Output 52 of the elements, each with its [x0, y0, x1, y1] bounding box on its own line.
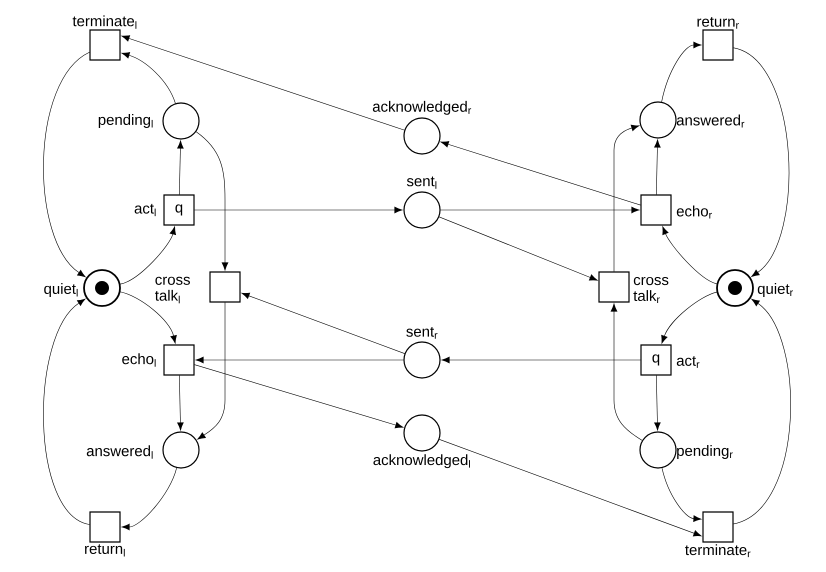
arrow [121, 35, 405, 130]
arrow [196, 131, 228, 270]
node-label: pending$_{l}$ [98, 114, 153, 128]
node-label: quiet$_{r}$ [758, 283, 793, 297]
arrow [661, 292, 717, 344]
node-label: quiet$_{l}$ [44, 283, 78, 297]
arrow [654, 375, 661, 430]
arrow [122, 468, 177, 530]
node-label: terminate$_{l}$ [72, 15, 136, 29]
arrow [654, 139, 661, 195]
transition-box: q [640, 344, 672, 376]
arrow [177, 140, 184, 195]
node-label: acknowledged$_{r}$ [372, 100, 472, 115]
arrow [121, 52, 176, 104]
node-label: sent$_{r}$ [406, 326, 438, 339]
node-label: acknowledged$_{l}$ [373, 454, 470, 468]
node-label: terminate$_{r}$ [685, 544, 750, 558]
node-label: act$_{r}$ [676, 356, 700, 368]
arrow [438, 216, 598, 281]
arrow [662, 468, 702, 522]
arrow [43, 298, 90, 525]
arrow [43, 52, 90, 278]
node-label: sent$_{l}$ [406, 176, 436, 189]
arrow [120, 292, 177, 344]
node-label: cross talk$_{l}$ [155, 276, 190, 304]
arrow [661, 42, 702, 102]
arrow [197, 302, 226, 440]
node-label: pending$_{r}$ [677, 445, 733, 459]
arrow [241, 292, 405, 354]
transition-box: q [163, 194, 195, 226]
arrow [610, 304, 642, 441]
node-label: act$_{l}$ [134, 204, 156, 216]
arrow [440, 141, 641, 206]
node-label: return$_{r}$ [697, 17, 739, 29]
arrow [196, 356, 404, 364]
arrow [442, 356, 641, 364]
arrow [733, 48, 790, 277]
node-label: echo$_{r}$ [676, 206, 712, 218]
arrow [614, 124, 640, 272]
node-label: echo$_{l}$ [122, 353, 156, 367]
arrow [177, 375, 184, 430]
arrow [120, 226, 176, 284]
node-label: cross talk$_{r}$ [633, 276, 668, 304]
arrow [194, 206, 402, 214]
arrow [439, 439, 702, 536]
arrow [194, 364, 404, 428]
arrow [440, 206, 640, 214]
node-label: return$_{l}$ [85, 544, 125, 556]
node-label: answered$_{l}$ [86, 445, 153, 459]
arrow [662, 226, 717, 284]
node-label: answered$_{r}$ [676, 114, 744, 128]
arrow [733, 298, 791, 524]
